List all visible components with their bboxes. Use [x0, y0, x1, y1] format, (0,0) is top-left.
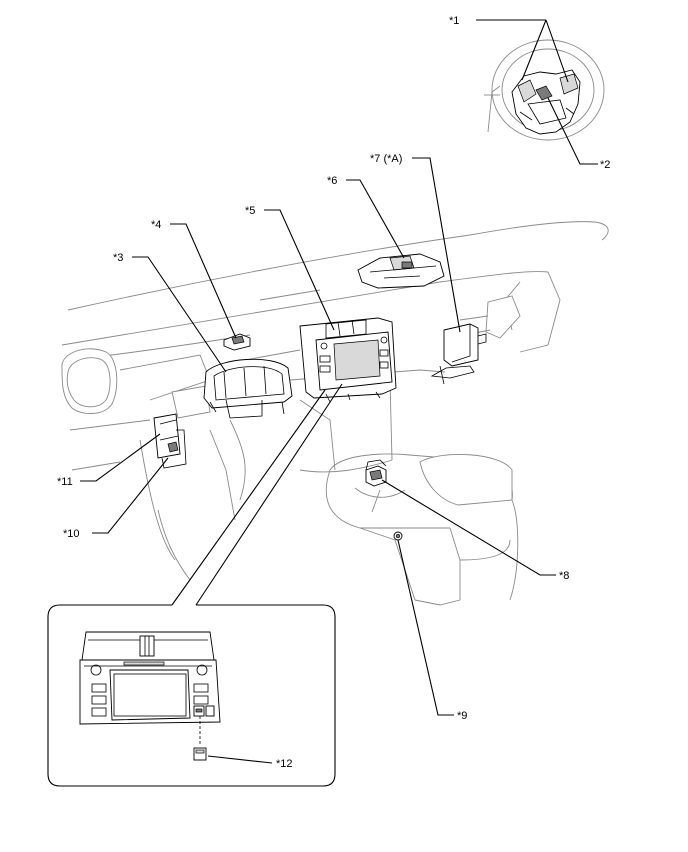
callout-9: *9 [457, 710, 467, 722]
callout-labels: *1 *2 *3 *4 *5 *6 *7 (*A) *8 *9 *10 *11 … [57, 15, 610, 770]
part-8-switch [365, 459, 387, 487]
part-3-combination-meter [203, 358, 293, 419]
callout-12: *12 [276, 758, 293, 770]
detail-inset [47, 383, 343, 787]
callout-5: *5 [245, 205, 255, 217]
part-4-sensor [223, 333, 251, 351]
callout-4: *4 [151, 219, 161, 231]
callout-7: *7 (*A) [370, 153, 402, 165]
steering-wheel-view [484, 39, 605, 141]
leader-lines [80, 19, 598, 764]
part-5-display-unit [299, 317, 397, 403]
part-11-module [153, 413, 187, 469]
callout-11: *11 [57, 476, 73, 488]
part-6-overhead-module [357, 253, 445, 289]
callout-1: *1 [449, 15, 459, 27]
part-9-connector [393, 531, 403, 541]
dashboard-outline [61, 221, 609, 606]
callout-8: *8 [559, 570, 569, 582]
callout-2: *2 [600, 159, 610, 171]
callout-10: *10 [63, 528, 80, 540]
part-7-module [430, 323, 487, 385]
callout-3: *3 [113, 252, 123, 264]
callout-6: *6 [327, 175, 337, 187]
